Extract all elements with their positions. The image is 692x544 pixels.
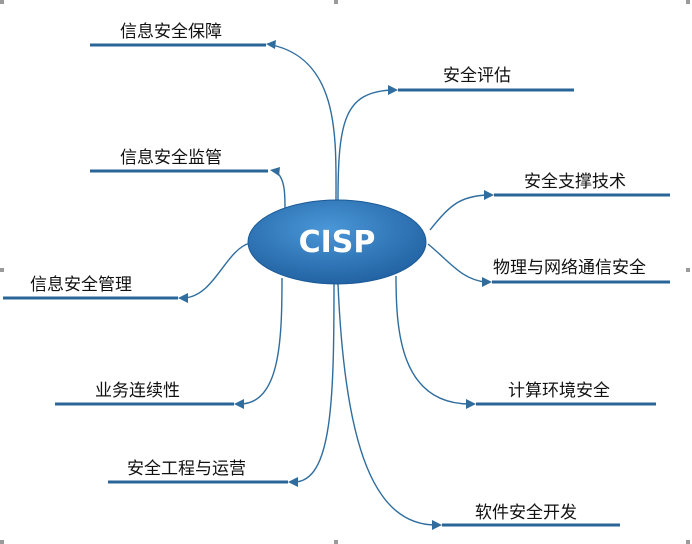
branch-security-assessment[interactable]: 安全评估 <box>398 66 574 92</box>
connector-info-security-supervision <box>275 171 286 209</box>
branch-label: 安全工程与运营 <box>127 459 246 479</box>
arrowhead-security-assessment <box>388 85 398 95</box>
handle-bottom-center <box>334 540 338 544</box>
branch-software-dev-security[interactable]: 软件安全开发 <box>442 503 620 527</box>
center-ellipse <box>247 199 427 285</box>
connector-info-security-assurance <box>271 44 337 201</box>
handle-middle-right <box>686 268 690 272</box>
branch-physical-network-security[interactable]: 物理与网络通信安全 <box>492 258 670 284</box>
arrowhead-info-security-management <box>178 293 188 303</box>
arrowhead-info-security-supervision <box>270 167 280 176</box>
handle-top-right <box>686 0 690 4</box>
branch-info-security-assurance[interactable]: 信息安全保障 <box>90 22 266 47</box>
branch-security-support-tech[interactable]: 安全支撑技术 <box>494 172 670 197</box>
center-node[interactable]: CISP <box>247 199 427 285</box>
branch-label: 安全评估 <box>443 66 511 86</box>
connector-software-dev-security <box>337 283 437 526</box>
branch-label: 安全支撑技术 <box>524 172 626 192</box>
connectors <box>178 40 494 530</box>
branch-label: 软件安全开发 <box>475 503 577 523</box>
arrowhead-physical-network-security <box>482 277 492 287</box>
connector-security-engineering-ops <box>293 283 335 483</box>
branch-label: 业务连续性 <box>95 381 180 401</box>
handle-bottom-left <box>0 540 4 544</box>
arrowhead-info-security-assurance <box>266 40 276 49</box>
branch-label: 信息安全保障 <box>120 22 222 42</box>
connector-security-support-tech <box>429 194 489 231</box>
branch-label: 信息安全监管 <box>120 148 222 168</box>
arrowhead-software-dev-security <box>432 520 442 530</box>
branch-info-security-supervision[interactable]: 信息安全监管 <box>90 148 268 173</box>
connector-info-security-management <box>183 242 251 299</box>
handle-top-center <box>334 0 338 4</box>
connector-business-continuity <box>239 277 283 405</box>
branch-label: 物理与网络通信安全 <box>493 258 646 278</box>
handle-top-left <box>0 0 4 4</box>
arrowhead-security-support-tech <box>484 190 494 200</box>
branch-label: 信息安全管理 <box>30 275 132 295</box>
branch-computing-env-security[interactable]: 计算环境安全 <box>476 381 656 406</box>
branch-security-engineering-ops[interactable]: 安全工程与运营 <box>108 459 288 484</box>
arrowhead-security-engineering-ops <box>288 477 298 487</box>
branch-business-continuity[interactable]: 业务连续性 <box>55 381 234 406</box>
branch-info-security-management[interactable]: 信息安全管理 <box>3 275 178 300</box>
connector-physical-network-security <box>427 243 487 283</box>
handle-bottom-right <box>686 540 690 544</box>
connector-computing-env-security <box>395 275 471 405</box>
handle-middle-left <box>0 268 4 272</box>
connector-security-assessment <box>337 89 393 201</box>
arrowhead-computing-env-security <box>466 399 476 409</box>
branch-label: 计算环境安全 <box>508 381 610 401</box>
center-label: CISP <box>299 225 376 260</box>
arrowhead-business-continuity <box>234 399 244 409</box>
